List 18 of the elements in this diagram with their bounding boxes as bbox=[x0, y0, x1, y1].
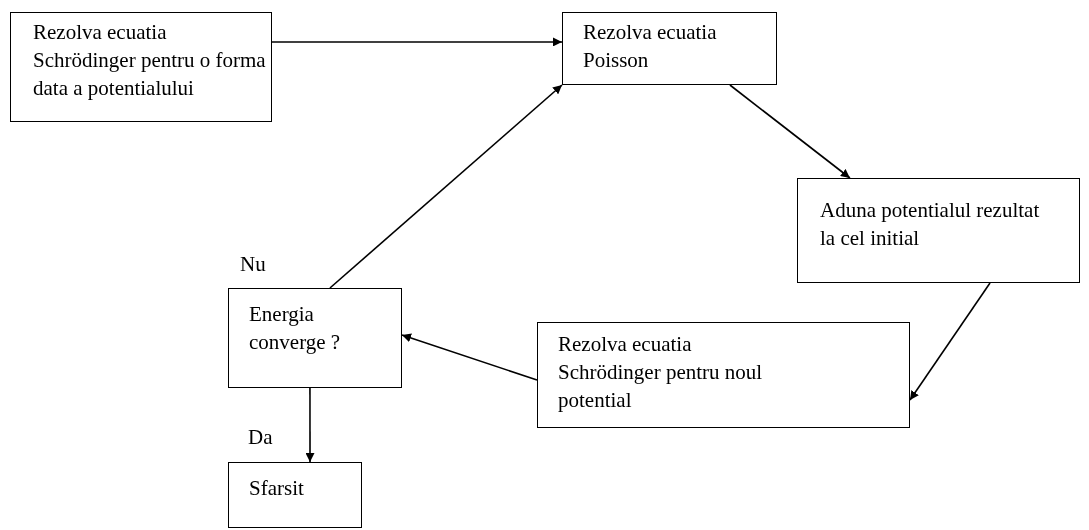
arrow bbox=[401, 333, 538, 381]
process-box bbox=[10, 12, 272, 122]
arrow bbox=[305, 387, 315, 463]
process-box bbox=[228, 462, 362, 528]
process-box bbox=[228, 288, 402, 388]
process-box bbox=[797, 178, 1080, 283]
arrow bbox=[271, 37, 563, 47]
box-text: Rezolva ecuatia Poisson bbox=[583, 19, 718, 74]
box-text: Rezolva ecuatia Schrödinger pentru o forma data a potentialului bbox=[33, 19, 267, 102]
box-text: Aduna potentialul rezultat la cel initial bbox=[820, 197, 1041, 252]
arrow bbox=[729, 84, 851, 179]
arrow bbox=[909, 282, 991, 401]
arrow bbox=[329, 84, 563, 289]
process-box bbox=[537, 322, 910, 428]
box-text: Rezolva ecuatia Schrödinger pentru noul potential bbox=[558, 331, 764, 414]
box-text: Sfarsit bbox=[249, 475, 305, 502]
box-text: Energia converge ? bbox=[249, 301, 342, 356]
process-box bbox=[562, 12, 777, 85]
